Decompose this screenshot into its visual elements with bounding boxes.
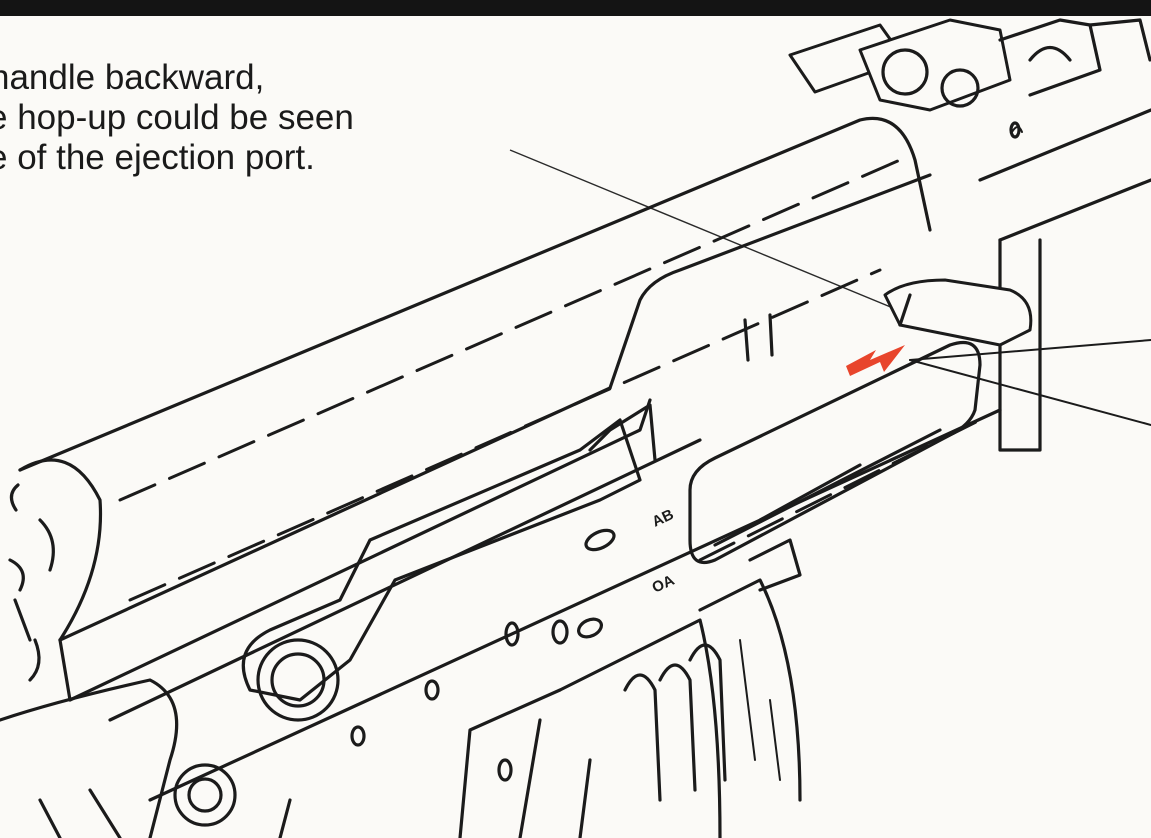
hop-up-callout bbox=[909, 339, 1151, 426]
receiver-body bbox=[58, 108, 1151, 802]
caption-line-3: e of the ejection port. bbox=[0, 138, 315, 177]
top-border-bar bbox=[0, 0, 1151, 16]
backward-arrow-icon bbox=[846, 345, 905, 376]
caption-line-1: handle backward, bbox=[0, 58, 265, 97]
selector-lever bbox=[241, 403, 657, 722]
receiver-rivets bbox=[350, 121, 1021, 782]
hop-up-unit bbox=[883, 278, 1033, 347]
dust-cover bbox=[18, 116, 932, 642]
grip-area bbox=[278, 688, 592, 838]
selector-mark-upper: AB bbox=[650, 506, 677, 531]
magazine bbox=[558, 538, 802, 838]
caption-leader-line bbox=[509, 149, 911, 316]
stock-edge bbox=[8, 483, 55, 682]
selector-mark-lower: OA bbox=[650, 572, 678, 597]
caption-line-2: e hop-up could be seen bbox=[0, 98, 354, 137]
stock-hinge bbox=[0, 678, 237, 838]
charging-handle-slot bbox=[743, 313, 774, 362]
instruction-caption: handle backward, e hop-up could be seen … bbox=[0, 58, 520, 178]
ejection-port bbox=[688, 340, 982, 565]
rear-sight-assembly bbox=[788, 18, 1151, 133]
